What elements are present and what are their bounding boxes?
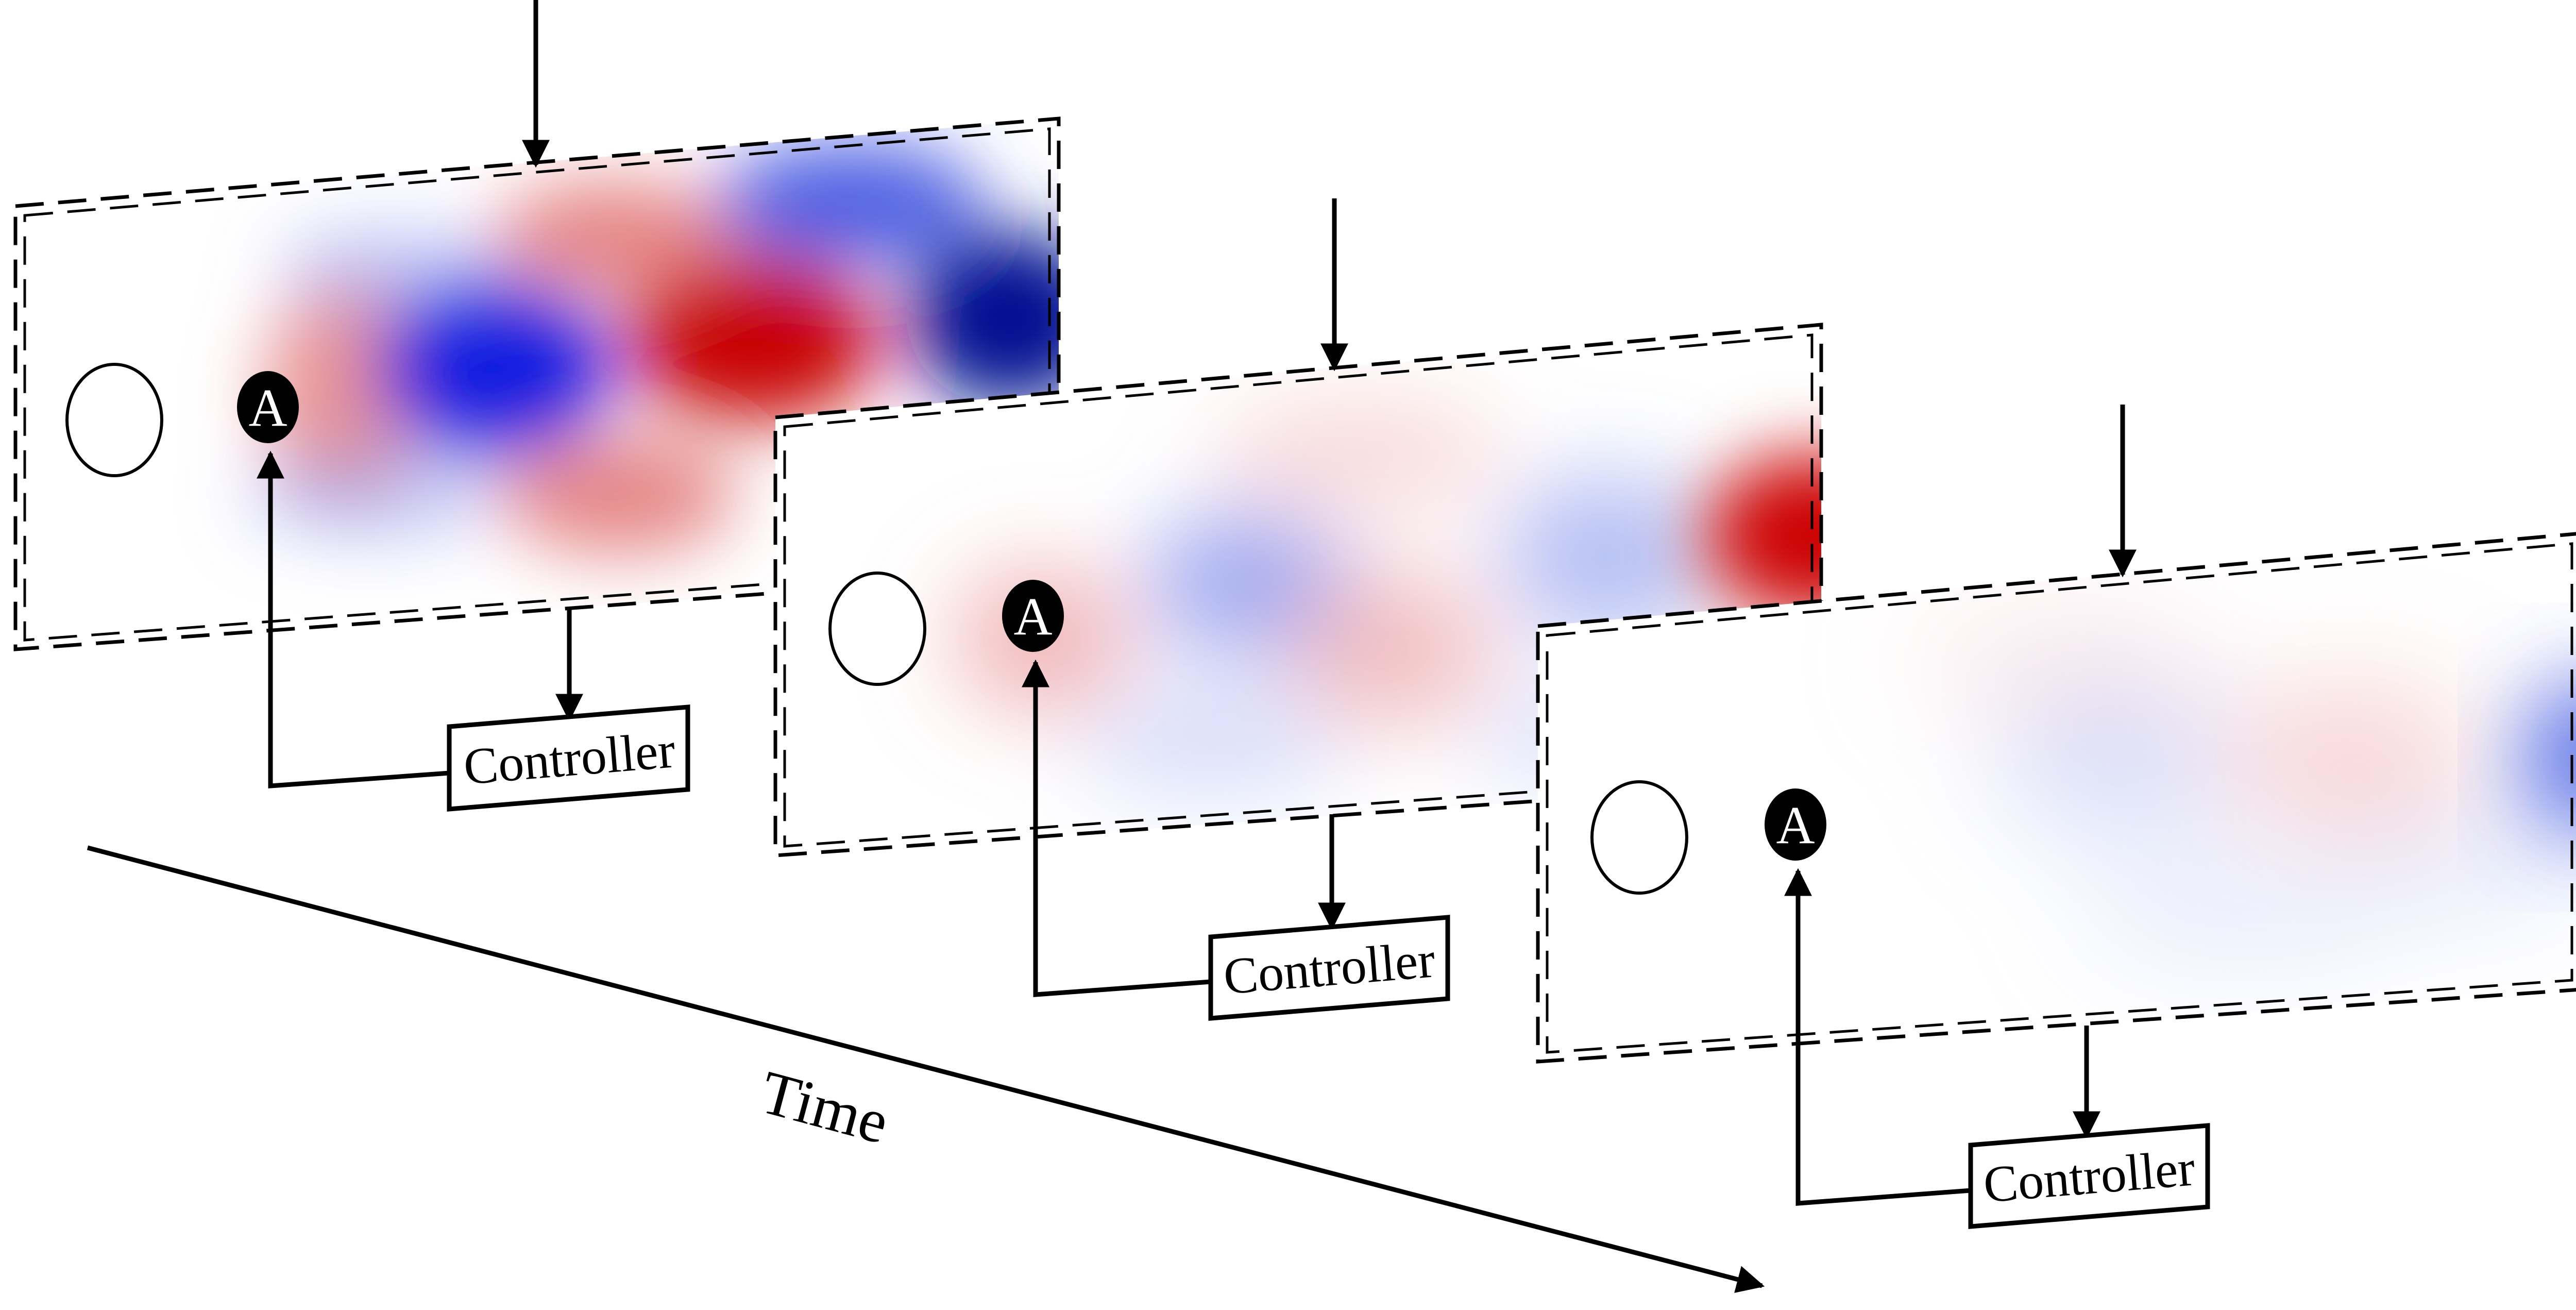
- frame-3-actuator: A: [1765, 788, 1826, 861]
- frame-2-controller: Controller: [1208, 915, 1450, 1021]
- time-axis: Time: [87, 845, 1765, 1293]
- frame-1: A Controller: [13, 0, 1061, 812]
- frame-2-feedback-arrow: [1022, 659, 1211, 997]
- frame-3-actuator-label: A: [1776, 796, 1815, 855]
- frame-1-feedback-arrow: [257, 450, 450, 788]
- frame-3-vorticity-field: [1906, 613, 2576, 959]
- frame-1-actuator: A: [237, 371, 299, 443]
- frame-2-actuator: A: [1002, 580, 1064, 652]
- frame-3: A Controller: [1536, 405, 2576, 1229]
- frame-3-feedback-arrow: [1784, 868, 1971, 1206]
- frame-1-cylinder: [65, 363, 163, 477]
- frame-1-actuator-label: A: [248, 378, 287, 438]
- frame-1-controller: Controller: [447, 704, 690, 812]
- frame-2-actuator-label: A: [1013, 587, 1052, 646]
- frame-3-controller: Controller: [1968, 1123, 2210, 1229]
- time-label: Time: [754, 1057, 895, 1157]
- frame-3-border: [1536, 532, 2576, 1064]
- frame-1-vorticity-field: [247, 142, 1059, 554]
- frame-2-cylinder: [828, 572, 926, 686]
- frame-3-cylinder: [1590, 780, 1688, 895]
